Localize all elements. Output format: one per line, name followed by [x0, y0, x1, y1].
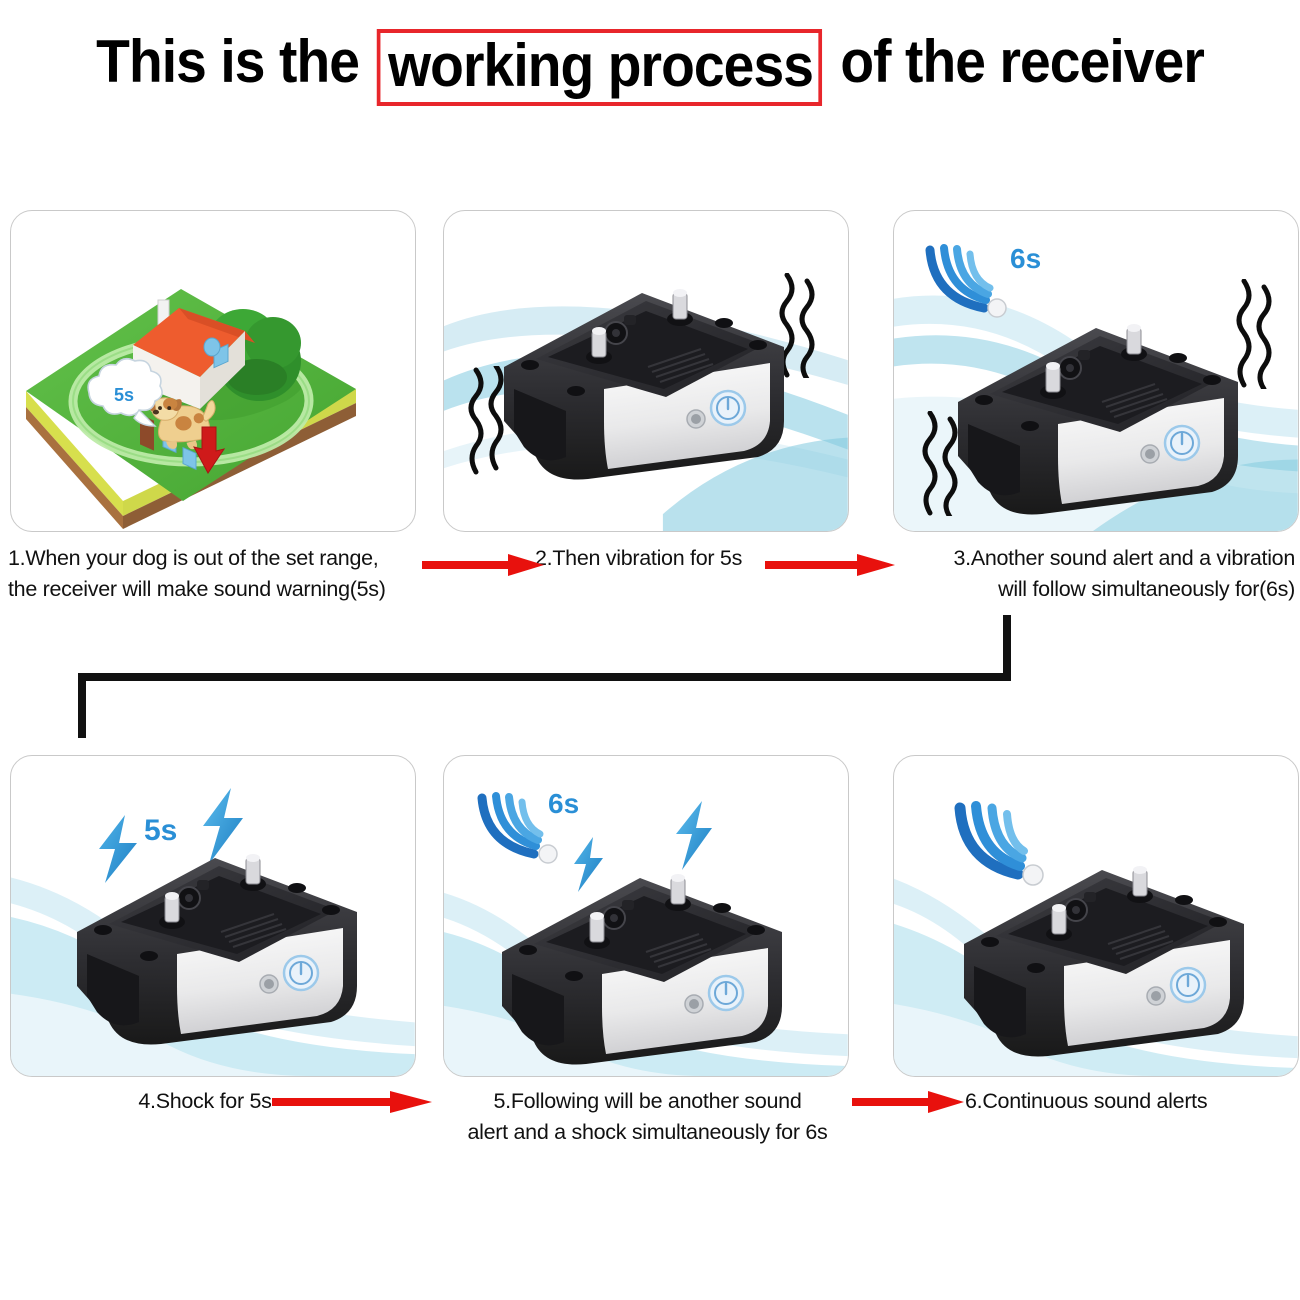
step-caption-3: 3.Another sound alert and a vibration wi…: [900, 543, 1296, 604]
vibration-lines-icon: [922, 411, 958, 516]
sound-wave-icon: [477, 792, 558, 864]
lightning-bolt-icon: [203, 788, 243, 864]
step-caption-1: 1.When your dog is out of the set range,…: [8, 543, 428, 604]
shock-duration-label-4: 5s: [144, 814, 178, 847]
collar-receiver-device-icon: [504, 289, 784, 480]
power-button-icon: [1169, 966, 1207, 1004]
collar-receiver-device-icon: [502, 874, 782, 1065]
page-title: This is the working process of the recei…: [0, 8, 1300, 118]
vibration-lines-icon: [468, 366, 504, 475]
power-button-icon: [282, 954, 320, 992]
collar-receiver-device-icon: [77, 854, 357, 1045]
contact-probe: [667, 289, 693, 326]
panel-2-illustration: [444, 211, 848, 531]
panel-4-illustration: 5s: [11, 756, 415, 1076]
contact-probe: [665, 874, 691, 911]
flow-arrow-4-to-5: [272, 1091, 432, 1113]
power-button-icon: [1163, 424, 1201, 462]
dog-bubble-label: 5s: [114, 385, 134, 405]
caption-line: alert and a shock simultaneously for 6s: [467, 1119, 828, 1144]
background-swoosh: [11, 877, 415, 1076]
lightning-bolt-icon: [99, 815, 137, 883]
sound-wave-icon: [954, 801, 1044, 886]
dog-icon: [148, 397, 216, 450]
contact-probe: [240, 854, 266, 891]
contact-probe: [1046, 904, 1072, 941]
step-panel-2: [443, 210, 849, 532]
flow-arrow-5-to-6: [852, 1091, 964, 1113]
yard-boundary-scene-icon: 5s: [26, 289, 356, 529]
contact-probe: [1127, 866, 1153, 903]
panel-6-illustration: [894, 756, 1298, 1076]
title-highlight-box: working process: [377, 28, 823, 106]
caption-line: will follow simultaneously for(6s): [998, 576, 1295, 601]
step-panel-5: 6s: [443, 755, 849, 1077]
step-caption-4: 4.Shock for 5s: [70, 1086, 340, 1117]
panel-3-illustration: 6s: [894, 211, 1298, 531]
speech-bubble-icon: 5s: [87, 357, 163, 427]
sound-wave-icon: [925, 244, 1007, 318]
step-panel-3: 6s: [893, 210, 1299, 532]
led-indicator: [686, 409, 706, 429]
sound-duration-label-5: 6s: [548, 788, 580, 819]
step-panel-4: 5s: [10, 755, 416, 1077]
caption-line: 5.Following will be another sound: [493, 1089, 802, 1113]
lightning-bolt-icon: [574, 837, 603, 892]
caption-line: 3.Another sound alert and a vibration: [953, 546, 1296, 570]
panel-1-illustration: 5s 5s: [11, 211, 415, 531]
escape-arrow-icon: [193, 426, 226, 474]
led-indicator: [1140, 444, 1160, 464]
contact-probe: [1040, 362, 1066, 399]
caption-line: 6.Continuous sound alerts: [965, 1089, 1208, 1113]
caption-line: the receiver will make sound warning(5s): [8, 576, 386, 601]
step-panel-1: 5s 5s: [10, 210, 416, 532]
collar-receiver-device-icon: [964, 866, 1244, 1057]
title-before: This is the: [96, 27, 360, 95]
led-indicator: [259, 974, 279, 994]
lightning-bolt-icon: [676, 801, 712, 870]
panel-5-illustration: 6s: [444, 756, 848, 1076]
power-button-icon: [709, 389, 747, 427]
caption-line: 1.When your dog is out of the set range,: [8, 546, 379, 570]
power-button-icon: [707, 974, 745, 1012]
contact-probe: [1121, 324, 1147, 361]
led-indicator: [684, 994, 704, 1014]
sound-duration-label-3: 6s: [1010, 243, 1042, 274]
step-panel-6: [893, 755, 1299, 1077]
row-connector-line: [78, 615, 1011, 738]
led-indicator: [1146, 986, 1166, 1006]
step-caption-6: 6.Continuous sound alerts: [965, 1086, 1295, 1117]
contact-probe: [584, 912, 610, 949]
title-after: of the receiver: [840, 27, 1204, 95]
step-caption-5: 5.Following will be another sound alert …: [450, 1086, 845, 1147]
step-caption-2: 2.Then vibration for 5s: [535, 543, 835, 574]
collar-receiver-device-icon: [958, 324, 1238, 515]
contact-probe: [159, 892, 185, 929]
title-highlight-text: working process: [388, 31, 814, 99]
contact-probe: [586, 327, 612, 364]
flow-arrow-2-to-3: [765, 554, 895, 576]
vibration-lines-icon: [1236, 279, 1272, 389]
caption-line: 4.Shock for 5s: [138, 1089, 272, 1113]
flow-arrow-1-to-2: [422, 554, 544, 576]
title-text: This is the working process of the recei…: [96, 25, 1205, 106]
caption-line: 2.Then vibration for 5s: [535, 546, 743, 570]
